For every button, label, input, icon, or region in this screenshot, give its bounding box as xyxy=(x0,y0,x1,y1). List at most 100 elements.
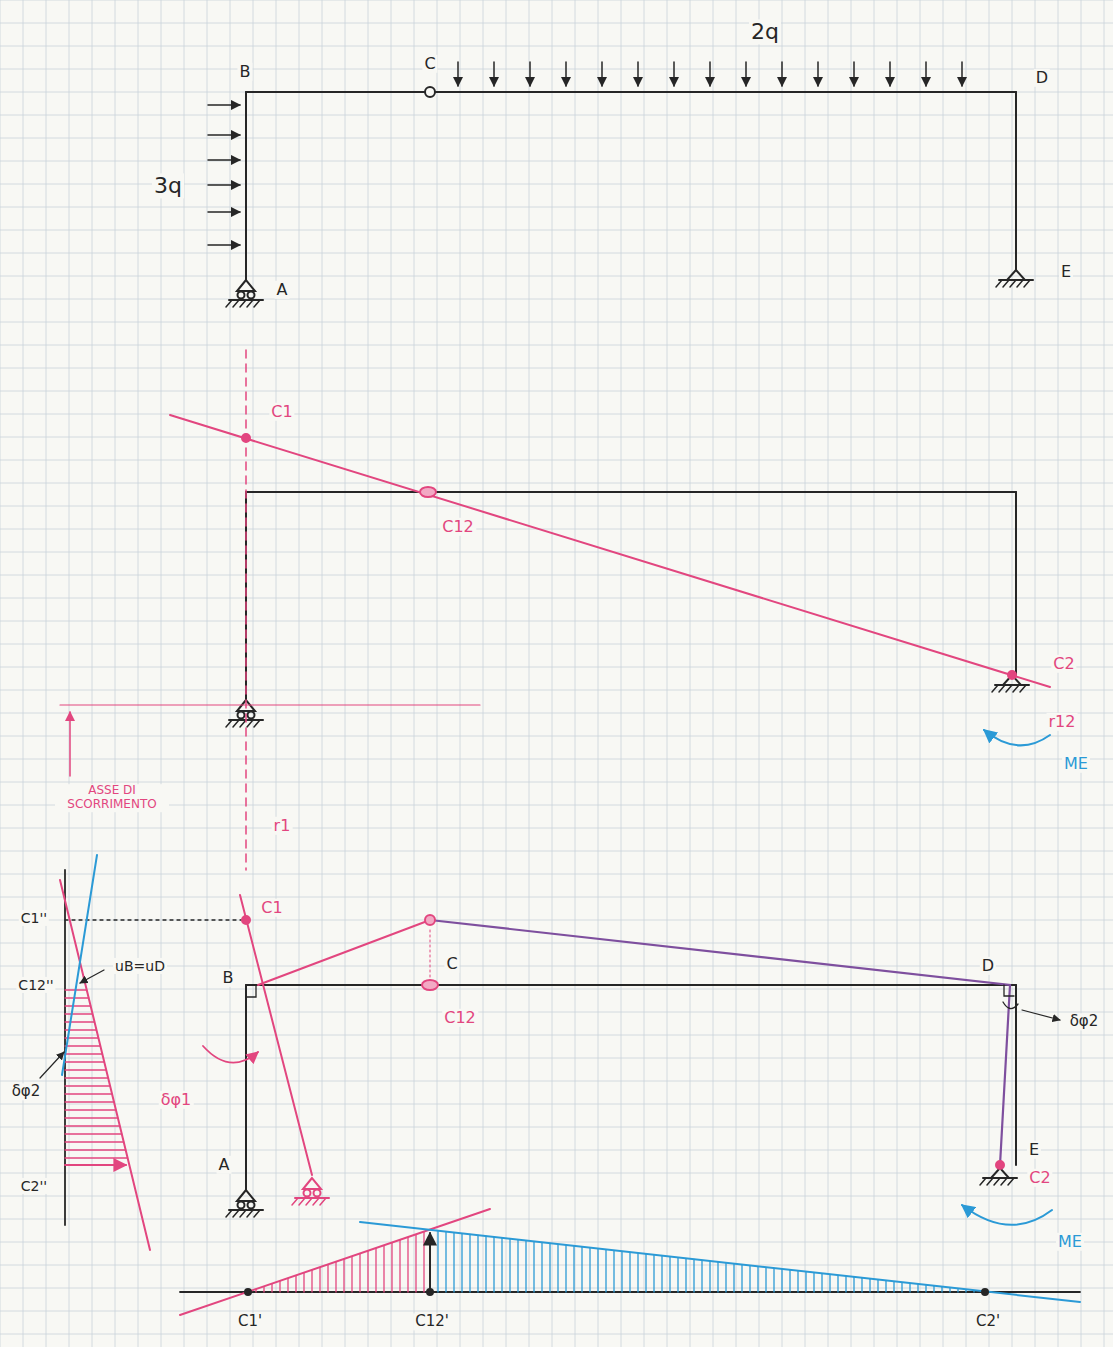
moment-name: ME xyxy=(1062,755,1090,773)
ground-hatch xyxy=(994,1178,1000,1185)
ground-hatch xyxy=(1010,280,1016,287)
load-arrow xyxy=(709,62,711,86)
rotation-line xyxy=(170,415,1050,687)
diagram-hatch xyxy=(469,1234,470,1292)
diagram-hatch xyxy=(749,1266,750,1292)
grid-line xyxy=(552,0,553,1347)
diagram-hatch xyxy=(837,1276,838,1292)
diagram-hatch xyxy=(885,1281,886,1292)
diagram-hatch xyxy=(477,1235,478,1292)
grid-line xyxy=(0,1242,1113,1243)
column xyxy=(245,92,247,280)
ground-hatch xyxy=(1017,280,1023,287)
internal-hinge xyxy=(425,87,435,97)
roller-wheel xyxy=(314,1190,321,1197)
diagram-hatch xyxy=(605,1250,606,1292)
grid-line xyxy=(759,0,760,1347)
grid-line xyxy=(529,0,530,1347)
moment-arrow xyxy=(962,1205,1052,1225)
centre-name: C2 xyxy=(1051,655,1076,673)
grid-line xyxy=(897,0,898,1347)
diagram-hatch xyxy=(757,1267,758,1292)
diagram-hatch xyxy=(65,1085,110,1086)
line-name: r12 xyxy=(1047,713,1078,731)
grid-line xyxy=(0,391,1113,392)
load-value: 2q xyxy=(749,19,781,44)
point-name: D xyxy=(1034,69,1050,87)
grid-line xyxy=(0,1196,1113,1197)
centre-name: C1 xyxy=(269,403,294,421)
centre-name: C12 xyxy=(440,518,476,536)
moment-name: ME xyxy=(1056,1233,1084,1251)
diagram-hatch xyxy=(509,1239,510,1292)
diagram-hatch xyxy=(861,1278,862,1292)
grid-line xyxy=(1104,0,1105,1347)
diagram-point: C2'' xyxy=(19,1178,49,1194)
diagram-hatch xyxy=(533,1242,534,1292)
diagram-hatch xyxy=(383,1246,384,1292)
grid-line xyxy=(0,851,1113,852)
load-arrow xyxy=(925,62,927,86)
diagram-hatch xyxy=(941,1287,942,1292)
rotation-centre xyxy=(1008,671,1016,679)
centre-name: C12 xyxy=(442,1009,478,1027)
ground-hatch xyxy=(233,720,239,727)
diagram-hatch xyxy=(65,997,89,998)
load-arrow xyxy=(208,184,240,186)
load-arrow xyxy=(565,62,567,86)
projection-line xyxy=(65,919,246,920)
diagram-hatch xyxy=(335,1262,336,1292)
ground-hatch xyxy=(226,300,232,307)
diagram-hatch xyxy=(65,1037,98,1038)
diagram-hatch xyxy=(949,1288,950,1292)
grid-line xyxy=(0,345,1113,346)
rotation-name: δφ1 xyxy=(159,1091,194,1109)
load-arrow xyxy=(637,62,639,86)
diagram-hatch xyxy=(65,1101,114,1102)
leader-arrow xyxy=(69,712,71,776)
grid-line xyxy=(0,621,1113,622)
grid-line xyxy=(184,0,185,1347)
diagram-hatch xyxy=(319,1267,320,1292)
grid-line xyxy=(575,0,576,1347)
grid-line xyxy=(161,0,162,1347)
column xyxy=(245,985,247,1190)
diagram-hatch xyxy=(461,1234,462,1292)
grid-line xyxy=(0,552,1113,553)
diagram-hatch xyxy=(581,1247,582,1292)
diagram-point: C1' xyxy=(236,1313,264,1330)
grid-line xyxy=(989,0,990,1347)
load-arrow xyxy=(493,62,495,86)
grid-line xyxy=(368,0,369,1347)
grid-line xyxy=(0,138,1113,139)
diagram-hatch xyxy=(65,1045,100,1046)
roller-support xyxy=(237,280,255,291)
diagram-hatch xyxy=(621,1251,622,1292)
grid-line xyxy=(391,0,392,1347)
diagram-hatch xyxy=(399,1240,400,1292)
roller-wheel xyxy=(304,1190,311,1197)
grid-line xyxy=(483,0,484,1347)
diagram-hatch xyxy=(597,1249,598,1292)
grid-line xyxy=(0,207,1113,208)
rotation-centre xyxy=(242,916,250,924)
load-arrow xyxy=(208,104,240,106)
moment-arrow xyxy=(984,730,1050,745)
grid-line xyxy=(0,966,1113,967)
load-arrow xyxy=(817,62,819,86)
grid-line xyxy=(782,0,783,1347)
diagram-hatch xyxy=(821,1274,822,1292)
grid-line xyxy=(69,0,70,1347)
line-name: r1 xyxy=(272,817,293,835)
column xyxy=(1015,92,1017,270)
diagram-hatch xyxy=(65,1061,104,1062)
grid-line xyxy=(299,0,300,1347)
roller-wheel xyxy=(238,712,245,719)
ground-hatch xyxy=(320,1198,326,1205)
grid-line xyxy=(0,92,1113,93)
roller-wheel xyxy=(238,1202,245,1209)
leader-line xyxy=(1022,1010,1060,1020)
rotation-centre xyxy=(420,487,436,497)
